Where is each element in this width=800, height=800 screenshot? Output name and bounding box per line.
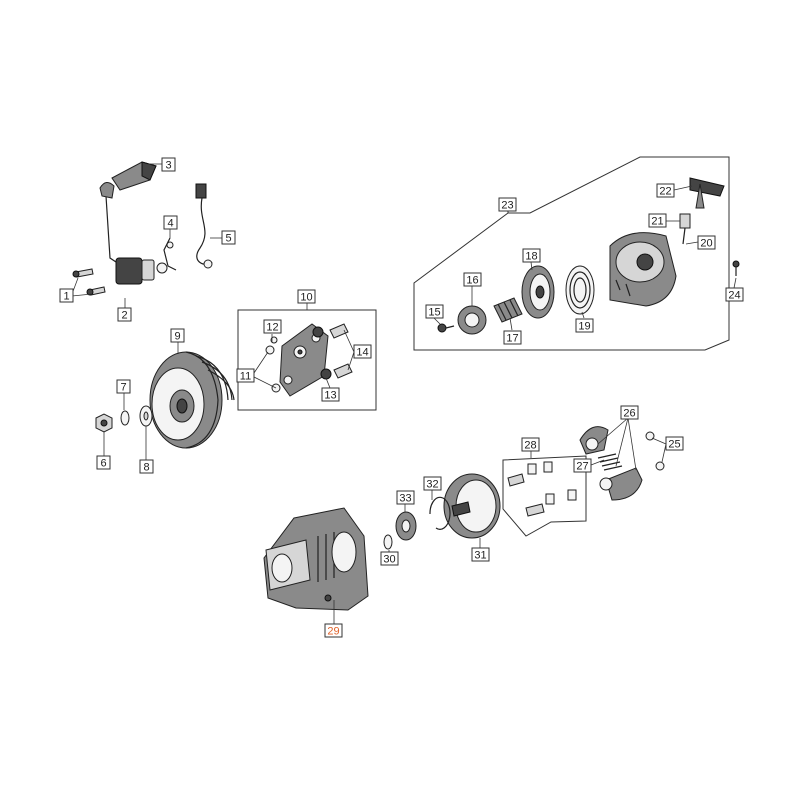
callout-27: 27 xyxy=(573,458,592,473)
clutch-housing xyxy=(263,507,369,611)
pawl-plate-assembly xyxy=(265,323,353,397)
clutch-washers xyxy=(645,431,665,471)
svg-text:26: 26 xyxy=(623,408,635,420)
callout-33: 33 xyxy=(396,490,415,505)
flywheel-nut xyxy=(95,413,113,433)
svg-text:16: 16 xyxy=(466,275,478,287)
svg-text:32: 32 xyxy=(426,479,438,491)
callout-4: 4 xyxy=(163,215,178,230)
svg-text:14: 14 xyxy=(356,347,368,359)
svg-text:22: 22 xyxy=(659,186,671,198)
rope-pulley xyxy=(521,265,555,319)
callout-2: 2 xyxy=(117,307,132,322)
callout-30: 30 xyxy=(380,551,399,566)
svg-text:11: 11 xyxy=(240,371,251,383)
callout-29: 29 xyxy=(324,623,343,638)
callout-16: 16 xyxy=(463,272,482,287)
callout-18: 18 xyxy=(522,248,541,263)
spark-plug-cap xyxy=(111,161,157,191)
svg-text:2: 2 xyxy=(121,310,127,322)
starter-housing xyxy=(609,232,677,307)
callout-10: 10 xyxy=(297,289,316,304)
ignition-coil xyxy=(99,182,168,285)
svg-text:13: 13 xyxy=(324,390,336,402)
callout-5: 5 xyxy=(221,230,236,245)
svg-text:21: 21 xyxy=(651,216,663,228)
callout-26: 26 xyxy=(620,405,639,420)
washer-8 xyxy=(139,405,153,427)
callout-6: 6 xyxy=(96,455,111,470)
callout-24: 24 xyxy=(725,287,744,302)
starter-handle xyxy=(689,177,725,209)
callout-32: 32 xyxy=(423,476,442,491)
callout-12: 12 xyxy=(263,319,282,334)
bearing xyxy=(395,511,417,541)
stop-switch-wire xyxy=(195,183,213,269)
callout-11: 11 xyxy=(236,368,255,383)
svg-text:28: 28 xyxy=(524,440,536,452)
leader-lines xyxy=(71,163,737,624)
svg-text:24: 24 xyxy=(728,290,740,302)
callout-31: 31 xyxy=(471,547,490,562)
callout-9: 9 xyxy=(170,328,185,343)
callout-25: 25 xyxy=(665,436,684,451)
svg-text:20: 20 xyxy=(700,238,712,250)
group-box-23 xyxy=(413,156,730,351)
clutch-bolt-set xyxy=(507,461,577,517)
recoil-spring xyxy=(565,265,595,315)
svg-text:29: 29 xyxy=(327,626,339,638)
callout-14: 14 xyxy=(353,344,372,359)
callout-21: 21 xyxy=(648,213,667,228)
callout-20: 20 xyxy=(697,235,716,250)
svg-text:3: 3 xyxy=(165,160,171,172)
svg-text:17: 17 xyxy=(506,333,518,345)
clutch-drum xyxy=(443,473,501,539)
ground-wire xyxy=(163,237,177,271)
pulley-hub xyxy=(457,305,487,335)
callout-22: 22 xyxy=(656,183,675,198)
svg-text:10: 10 xyxy=(300,292,312,304)
circlip xyxy=(429,496,451,530)
svg-text:12: 12 xyxy=(266,322,278,334)
svg-text:31: 31 xyxy=(474,550,486,562)
callout-7: 7 xyxy=(116,379,131,394)
svg-text:7: 7 xyxy=(120,382,126,394)
svg-text:5: 5 xyxy=(225,233,231,245)
svg-text:9: 9 xyxy=(174,331,180,343)
svg-text:27: 27 xyxy=(576,461,588,473)
callout-13: 13 xyxy=(321,387,340,402)
callout-28: 28 xyxy=(521,437,540,452)
svg-text:33: 33 xyxy=(399,493,411,505)
svg-text:18: 18 xyxy=(525,251,537,263)
washer-7 xyxy=(120,410,130,426)
svg-text:1: 1 xyxy=(63,291,69,303)
svg-text:19: 19 xyxy=(578,321,590,333)
svg-text:8: 8 xyxy=(143,462,149,474)
pulley-spring xyxy=(493,297,523,323)
pulley-screw xyxy=(437,323,455,333)
svg-text:23: 23 xyxy=(501,200,513,212)
rope-grommet xyxy=(679,213,691,245)
clutch-shoes xyxy=(579,426,643,501)
coil-screws xyxy=(72,268,106,296)
callout-8: 8 xyxy=(139,459,154,474)
callout-1: 1 xyxy=(59,288,74,303)
group-box-10 xyxy=(237,303,377,411)
callout-17: 17 xyxy=(503,330,522,345)
svg-text:15: 15 xyxy=(428,307,440,319)
callout-19: 19 xyxy=(575,318,594,333)
svg-text:30: 30 xyxy=(383,554,395,566)
group-box-28 xyxy=(502,451,587,537)
svg-text:25: 25 xyxy=(668,439,680,451)
washer-30 xyxy=(383,534,393,550)
callout-23: 23 xyxy=(498,197,517,212)
svg-text:6: 6 xyxy=(100,458,106,470)
flywheel xyxy=(149,351,235,449)
housing-screw xyxy=(732,260,740,276)
callout-15: 15 xyxy=(425,304,444,319)
callout-3: 3 xyxy=(161,157,176,172)
svg-text:4: 4 xyxy=(167,218,173,230)
